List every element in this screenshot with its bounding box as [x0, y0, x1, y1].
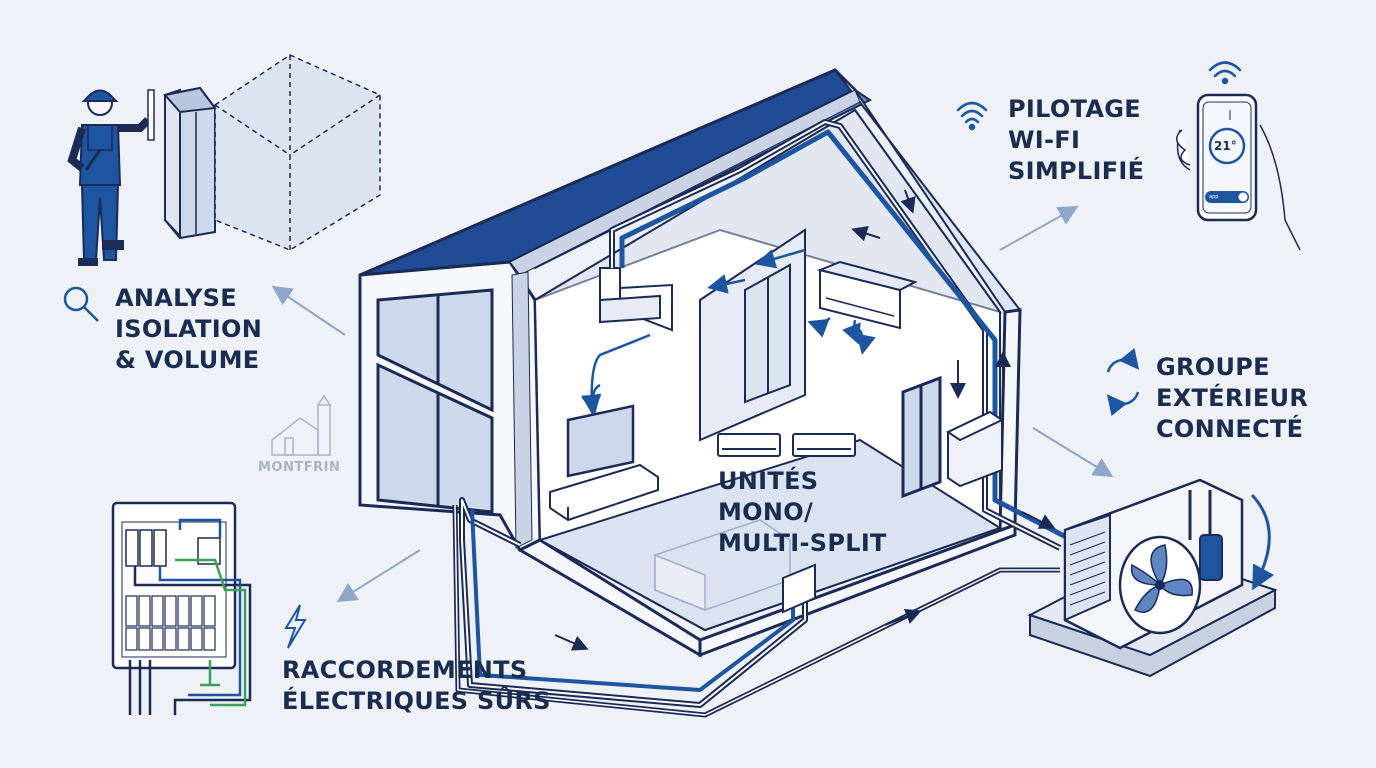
- duct-unit: [599, 267, 673, 332]
- split-units-icons: [717, 433, 856, 457]
- label-groupe-line-2: EXTÉRIEUR: [1156, 384, 1309, 412]
- indoor-ac-unit: [816, 260, 918, 330]
- cycle-icon: [1106, 348, 1140, 416]
- phone-temperature: 21°: [1214, 139, 1237, 153]
- wifi-icon: [956, 101, 988, 131]
- connector-arrows: [271, 206, 1114, 603]
- label-analyse-line-2: ISOLATION: [115, 315, 263, 343]
- label-pilotage-line-3: SIMPLIFIÉ: [1008, 157, 1145, 185]
- label-unites-line-1: UNITÉS: [718, 467, 819, 495]
- sliding-door: [744, 263, 791, 404]
- worker-icon: [67, 89, 155, 266]
- label-analyse-line-3: & VOLUME: [115, 346, 260, 374]
- label-groupe: GROUPE EXTÉRIEUR CONNECTÉ: [1156, 352, 1308, 445]
- house-logo-icon: [271, 394, 331, 456]
- label-unites-line-3: MULTI-SPLIT: [718, 529, 887, 557]
- watermark-text: MONTFRIN: [258, 460, 341, 475]
- lightning-icon: [284, 604, 307, 649]
- label-raccordements-line-1: RACCORDEMENTS: [282, 656, 528, 684]
- label-pilotage: PILOTAGE WI-FI SIMPLIFIÉ: [1008, 94, 1144, 187]
- arrow-groupe: [1032, 427, 1114, 478]
- label-unites: UNITÉS MONO/ MULTI-SPLIT: [718, 466, 887, 559]
- flow-arrows: [554, 189, 1056, 651]
- label-raccordements: RACCORDEMENTS ÉLECTRIQUES SÛRS: [282, 655, 551, 717]
- arrow-raccordements: [336, 549, 421, 603]
- electrical-panel: [111, 501, 252, 715]
- wall-section: [163, 86, 217, 240]
- phone-mode-label: app: [1209, 194, 1219, 200]
- label-pilotage-line-2: WI-FI: [1008, 126, 1081, 154]
- label-unites-line-2: MONO/: [718, 498, 814, 526]
- wall-socket: [782, 563, 816, 614]
- label-pilotage-line-1: PILOTAGE: [1008, 95, 1141, 123]
- phone-icon: [1176, 61, 1301, 251]
- magnifier-icon: [63, 286, 99, 322]
- outdoor-unit: [1027, 478, 1278, 678]
- label-raccordements-line-2: ÉLECTRIQUES SÛRS: [282, 687, 551, 715]
- label-analyse: ANALYSE ISOLATION & VOLUME: [115, 283, 262, 376]
- label-analyse-line-1: ANALYSE: [115, 284, 237, 312]
- side-window: [901, 375, 942, 499]
- airflow-arrows: [581, 248, 876, 415]
- tv-cabinet: [549, 404, 659, 522]
- volume-cube: [214, 54, 381, 251]
- label-groupe-line-1: GROUPE: [1156, 353, 1270, 381]
- label-groupe-line-3: CONNECTÉ: [1156, 415, 1304, 443]
- junction-box: [945, 410, 1005, 488]
- front-windows: [376, 288, 494, 514]
- arrow-analyse: [271, 285, 346, 336]
- arrow-pilotage: [999, 206, 1079, 251]
- insulation-layer: [509, 89, 861, 549]
